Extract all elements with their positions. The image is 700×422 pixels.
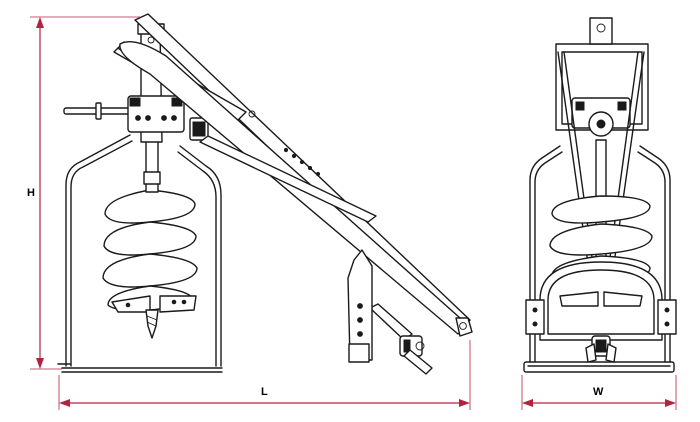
front-view xyxy=(523,17,677,373)
base-skid xyxy=(57,363,223,373)
main-boom xyxy=(113,13,473,337)
auger-shaft xyxy=(143,139,161,339)
height-dimension xyxy=(30,16,140,370)
auger-flight xyxy=(102,189,198,313)
front-gearbox xyxy=(571,97,631,137)
front-base-skid xyxy=(523,361,675,373)
front-pilot-bit xyxy=(585,335,617,363)
hitch-bracket xyxy=(347,249,373,363)
handle-bar xyxy=(63,102,131,120)
width-dimension xyxy=(521,375,677,410)
length-dimension xyxy=(58,340,471,410)
width-label: W xyxy=(593,386,604,398)
length-label: L xyxy=(261,386,268,398)
drive-shaft xyxy=(369,303,433,375)
stand-frame xyxy=(65,134,222,367)
side-view xyxy=(57,13,473,375)
height-label: H xyxy=(27,187,35,199)
front-hitch-hoop xyxy=(525,261,677,341)
lower-link-arm xyxy=(199,135,377,223)
gearbox xyxy=(127,95,209,141)
dimension-lines xyxy=(30,16,677,410)
front-stand-frame xyxy=(529,145,671,363)
front-cutting-blades xyxy=(559,291,643,307)
